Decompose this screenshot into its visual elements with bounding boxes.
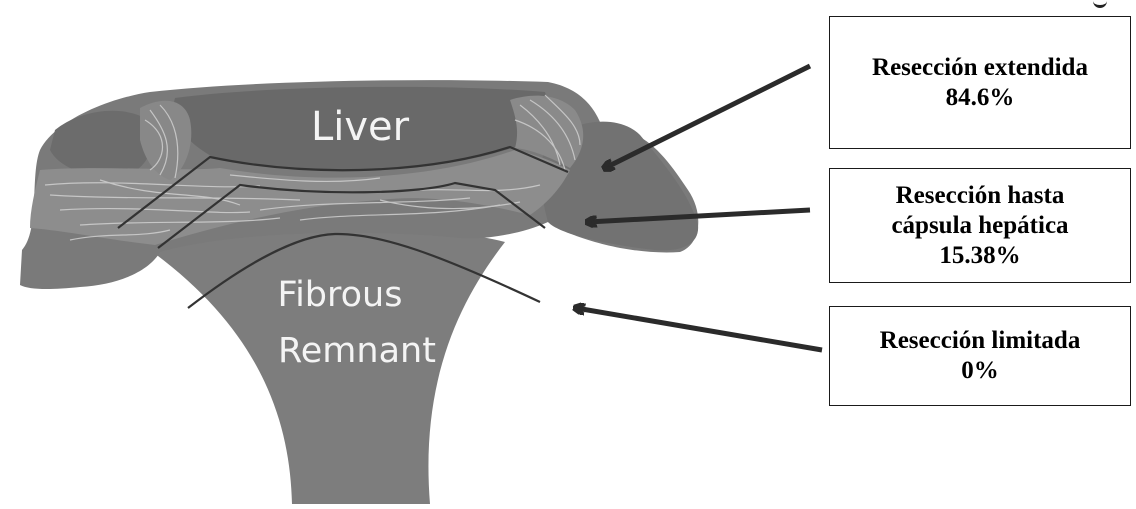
capsule-resection-value: 15.38% (939, 241, 1020, 271)
liver-label: Liver (311, 104, 410, 150)
fibrous-label: Fibrous (278, 275, 403, 315)
extended-resection-box: Resección extendida 84.6% (829, 16, 1131, 149)
capsule-resection-box: Resección hasta cápsula hepática 15.38% (829, 168, 1131, 283)
limited-resection-title: Resección limitada (880, 326, 1081, 356)
capsule-resection-title-1: Resección hasta (896, 181, 1065, 211)
extended-arrow (605, 66, 810, 168)
extended-resection-value: 84.6% (946, 83, 1015, 113)
limited-arrow (576, 308, 822, 350)
remnant-label: Remnant (278, 331, 436, 371)
limited-resection-box: Resección limitada 0% (829, 306, 1131, 406)
limited-resection-value: 0% (961, 356, 999, 386)
capsule-resection-title-2: cápsula hepática (891, 211, 1068, 241)
extended-resection-title: Resección extendida (872, 53, 1088, 83)
